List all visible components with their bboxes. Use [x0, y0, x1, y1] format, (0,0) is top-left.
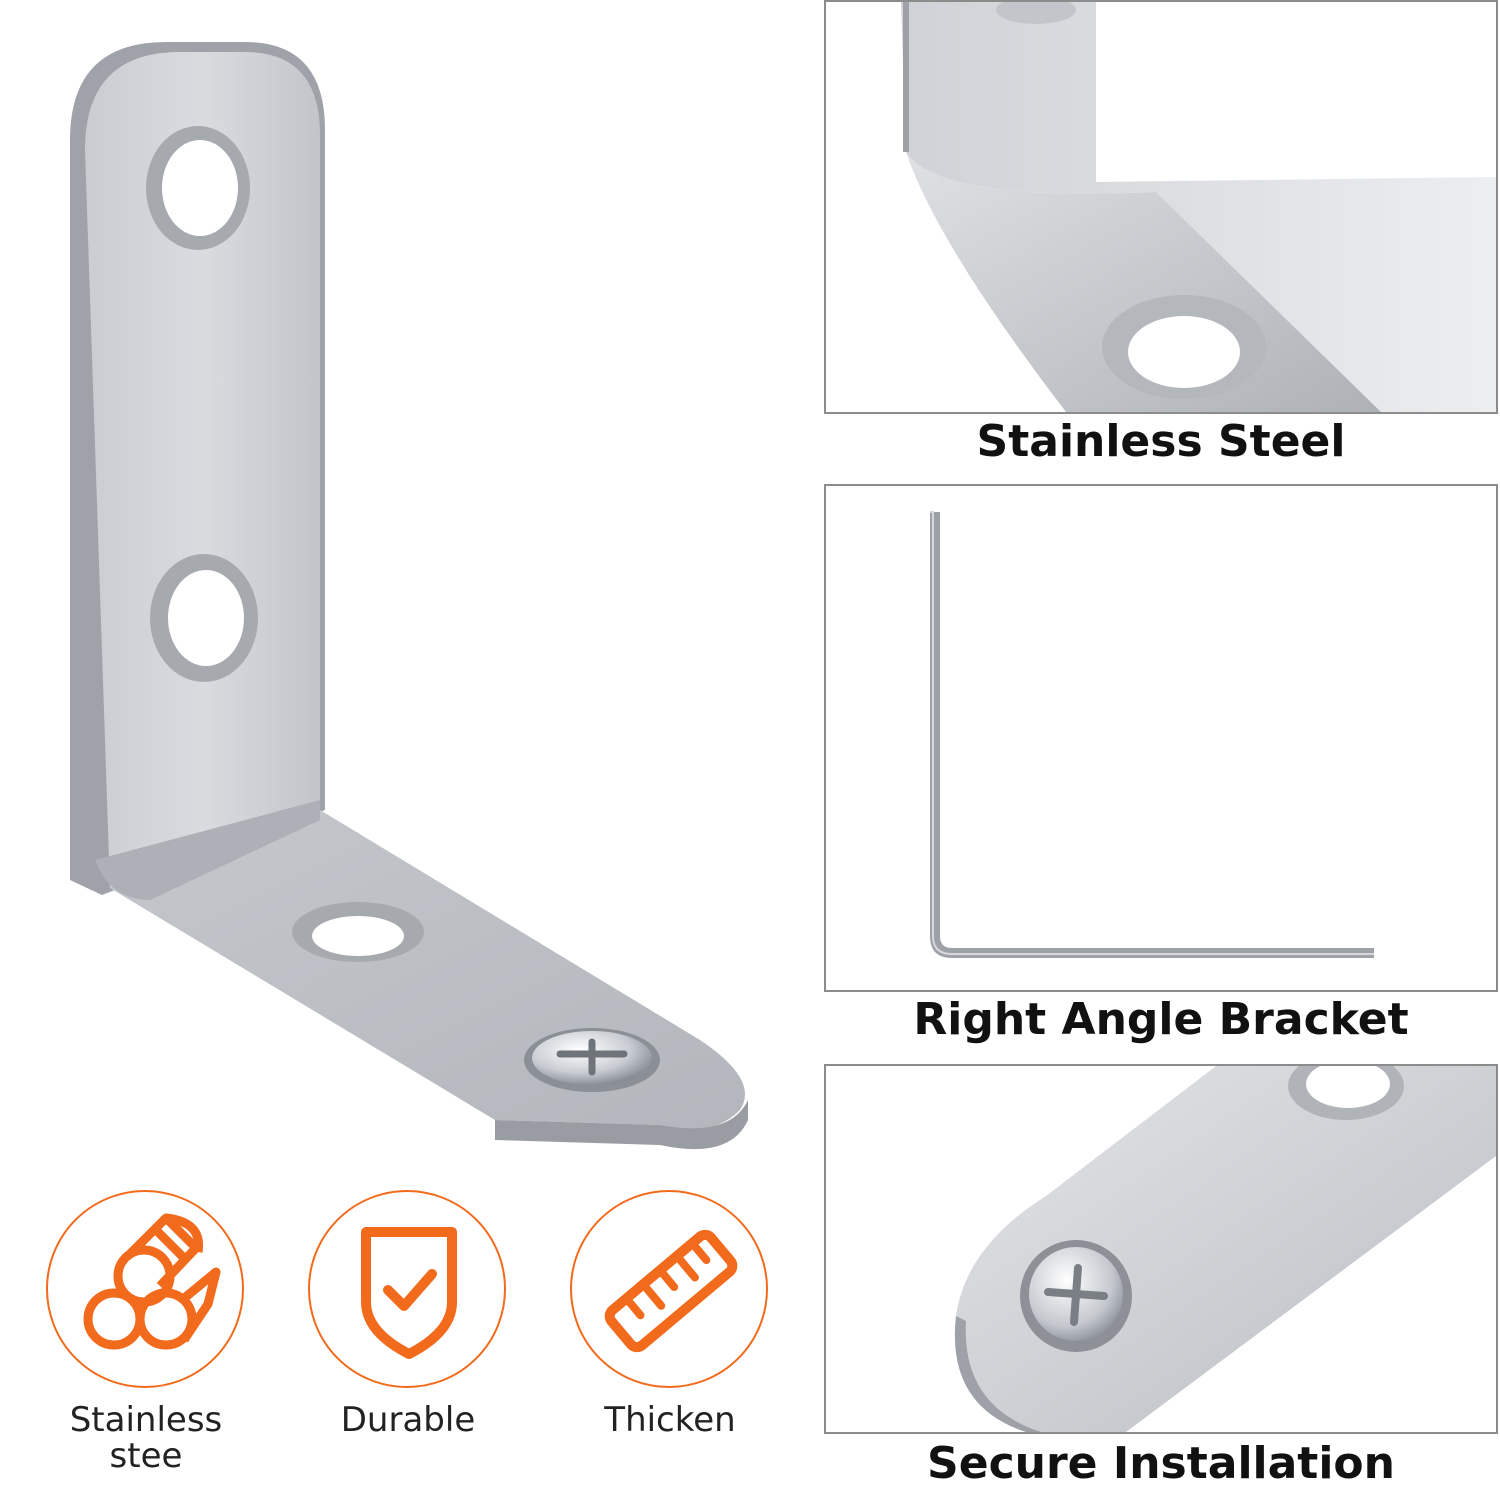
screw-closeup: [954, 1066, 1496, 1432]
caption-right-angle-bracket: Right Angle Bracket: [913, 994, 1409, 1045]
caption-stainless-steel: Stainless Steel: [976, 416, 1346, 467]
detail-panel-angle: [824, 484, 1498, 992]
feature-badge-durable: [308, 1190, 506, 1388]
feature-badge-stainless: [46, 1190, 244, 1388]
bracket-bend-closeup: [901, 2, 1496, 412]
detail-panel-installation: [824, 1064, 1498, 1434]
feature-label-stainless: Stainless stee: [69, 1400, 223, 1476]
feature-badge-thicken: [570, 1190, 768, 1388]
feature-label-thicken: Thicken: [604, 1400, 736, 1440]
screw-icon: [524, 1028, 660, 1092]
steel-bars-icon: [83, 1213, 221, 1350]
ruler-icon: [604, 1229, 738, 1353]
feature-label-durable: Durable: [340, 1400, 476, 1440]
shield-check-icon: [361, 1227, 457, 1359]
detail-panel-steel: [824, 0, 1498, 414]
bracket-side-profile: [930, 511, 1374, 958]
bracket-product-image: [70, 41, 748, 1150]
caption-secure-installation: Secure Installation: [927, 1438, 1395, 1489]
